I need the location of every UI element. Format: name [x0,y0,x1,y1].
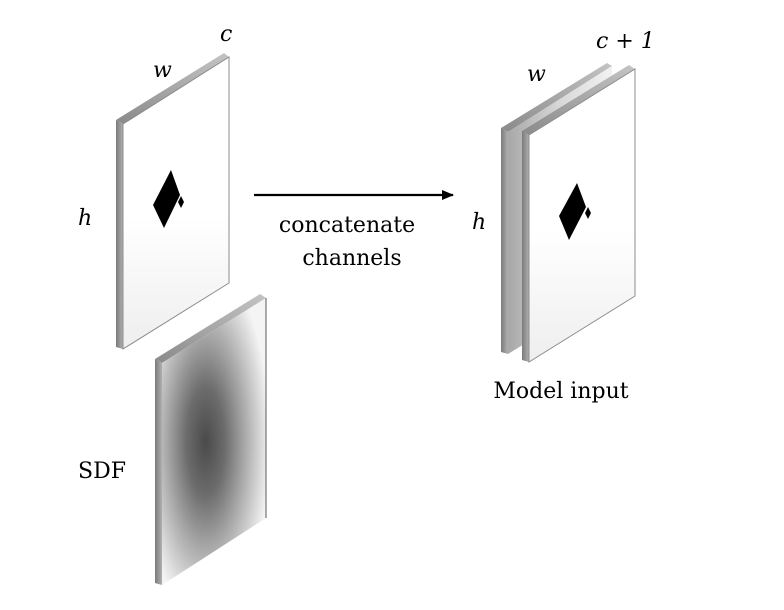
stack-back-side-edge [501,128,508,354]
stack-back-top-edge [501,63,612,132]
model-input-label: Model input [493,379,628,404]
concatenate-label-line2: channels [302,246,401,271]
input-plane-top-edge [116,53,229,124]
input-width-label: w [153,58,172,83]
stack-front-side-edge [522,131,529,362]
input-plane-side-edge [116,120,123,349]
sdf-plane-face [162,298,266,585]
concatenate-label-line1: concatenate [279,213,415,238]
input-image-plane [116,53,230,350]
stack-front-top-edge [522,65,635,135]
input-small-diamond-shape [178,196,184,208]
input-diamond-shape [153,170,180,228]
input-channels-label: c [220,22,232,47]
output-diamond-shape [559,183,586,240]
sdf-plane-top-edge [155,294,266,363]
stack-front-face [528,68,636,363]
sdf-plane [155,294,267,585]
sdf-plane-side-edge [155,359,162,585]
output-small-diamond-shape [585,207,591,219]
sdf-label: SDF [78,459,126,484]
input-height-label: h [78,206,92,231]
output-width-label: w [527,62,546,87]
model-input-stack [501,63,636,363]
output-height-label: h [472,210,486,235]
output-channels-label: c + 1 [596,29,655,54]
